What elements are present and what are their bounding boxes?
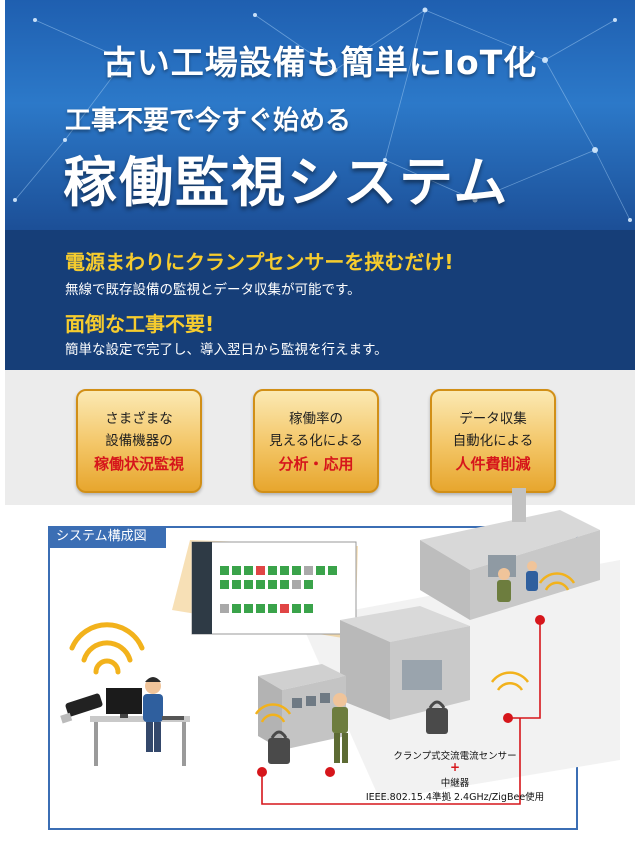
feature-card-line1: 稼働率の bbox=[289, 411, 343, 427]
hero-headline: 古い工場設備も簡単にIoT化 bbox=[102, 43, 538, 82]
feature-card-highlight: 人件費削減 bbox=[455, 455, 531, 473]
caption-standard: IEEE.802.15.4準拠 2.4GHz/ZigBee使用 bbox=[365, 792, 545, 803]
caption-sensor: クランプ式交流電流センサー bbox=[393, 751, 517, 762]
press-machine bbox=[340, 606, 470, 720]
worker-person bbox=[332, 561, 538, 763]
sensor-signal-icon bbox=[254, 572, 576, 723]
feature-card-line2: 自動化による bbox=[452, 433, 534, 449]
status-grid-row-1 bbox=[220, 566, 337, 589]
feature-card-highlight: 分析・応用 bbox=[278, 455, 354, 473]
connection-nodes bbox=[257, 615, 545, 777]
dashboard-screenshot bbox=[191, 541, 357, 635]
band-headline-1: 電源まわりにクランプセンサーを挟むだけ! bbox=[65, 250, 454, 274]
hero-subheadline: 工事不要で今すぐ始める bbox=[65, 106, 352, 136]
operator-person bbox=[143, 677, 184, 752]
monitor-icon bbox=[106, 688, 142, 714]
feature-band: 電源まわりにクランプセンサーを挟むだけ! 無線で既存設備の監視とデータ収集が可能… bbox=[5, 230, 635, 370]
band-text-2: 簡単な設定で完了し、導入翌日から監視を行えます。 bbox=[65, 342, 388, 358]
feature-card-line2: 見える化による bbox=[269, 433, 363, 449]
wifi-icon bbox=[69, 622, 145, 675]
band-headline-2: 面倒な工事不要! bbox=[65, 312, 215, 336]
feature-card-line1: さまざまな bbox=[105, 411, 173, 427]
system-diagram-label: システム構成図 bbox=[48, 526, 166, 548]
status-grid-row-2 bbox=[220, 604, 313, 613]
feature-card-highlight: 稼働状況監視 bbox=[93, 455, 184, 473]
feature-card-analysis: 稼働率の 見える化による 分析・応用 bbox=[253, 389, 379, 493]
control-panel bbox=[258, 664, 346, 750]
relay-device-icon bbox=[268, 700, 448, 764]
operator-desk bbox=[90, 688, 190, 766]
connection-lines bbox=[261, 620, 541, 805]
hero-title: 稼働監視システム bbox=[63, 151, 510, 214]
feature-card-monitoring: さまざまな 設備機器の 稼働状況監視 bbox=[76, 389, 202, 493]
feature-card-cost: データ収集 自動化による 人件費削減 bbox=[430, 389, 556, 493]
caption-relay: 中継器 bbox=[440, 778, 470, 789]
feature-card-line1: データ収集 bbox=[459, 411, 527, 427]
dashboard-sidebar bbox=[192, 542, 212, 634]
caption-plus: + bbox=[449, 760, 461, 774]
hero-banner: 古い工場設備も簡単にIoT化 工事不要で今すぐ始める 稼働監視システム bbox=[5, 0, 635, 230]
network-background bbox=[13, 7, 632, 222]
feature-card-line2: 設備機器の bbox=[105, 433, 173, 449]
band-text-1: 無線で既存設備の監視とデータ収集が可能です。 bbox=[65, 282, 361, 298]
usb-receiver-icon bbox=[60, 693, 103, 724]
